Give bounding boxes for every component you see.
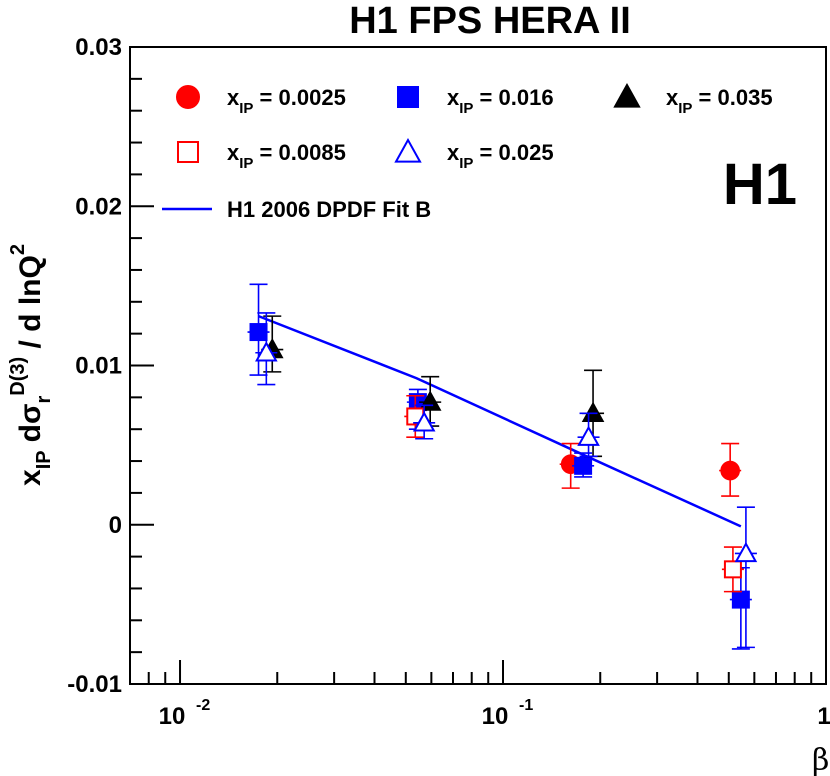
legend-entry: xIP = 0.0085 <box>177 140 346 172</box>
data-point <box>723 560 742 579</box>
legend-entry: xIP = 0.025 <box>394 137 554 172</box>
y-tick-label: 0.02 <box>75 193 122 220</box>
legend-label: xIP = 0.035 <box>666 85 773 117</box>
data-point <box>720 460 740 481</box>
legend-marker <box>397 86 419 108</box>
legend-marker <box>177 141 199 163</box>
legend-entry: xIP = 0.0025 <box>176 85 346 117</box>
svg-text:xIPdσrD(3) / d lnQ2: xIP dσr D(3) / d lnQ2 <box>7 244 55 486</box>
y-label-rest: / d lnQ <box>14 255 47 357</box>
y-label-q-sup: 2 <box>7 244 29 255</box>
y-label-prefix: x <box>14 469 47 486</box>
data-point <box>255 341 278 362</box>
y-label-sigma-sub: r <box>33 396 55 404</box>
data-point <box>412 411 436 432</box>
data-point <box>574 456 593 475</box>
legend-entry: xIP = 0.035 <box>613 82 773 117</box>
y-label-dsigma: dσ <box>14 404 47 443</box>
y-tick-label: -0.01 <box>67 671 122 698</box>
y-tick-label: 0.01 <box>75 353 122 380</box>
legend: xIP = 0.0025 xIP = 0.016 xIP = 0.035 xIP = … <box>162 82 773 222</box>
legend-entry: xIP = 0.016 <box>397 85 554 117</box>
legend-label: xIP = 0.0085 <box>227 140 346 172</box>
legend-marker <box>176 85 200 109</box>
data-point <box>581 401 605 422</box>
y-label-sigma-sup: D(3) <box>7 357 29 396</box>
y-label-prefix-sub: IP <box>33 450 55 469</box>
chart-title: H1 FPS HERA II <box>349 0 631 42</box>
legend-marker <box>613 82 641 108</box>
x-tick-exponent: -2 <box>196 697 210 714</box>
x-axis-label: β <box>812 743 829 776</box>
x-tick-exponent: -1 <box>519 697 533 714</box>
legend-marker <box>394 137 422 163</box>
x-tick-label: 10 <box>482 703 509 730</box>
legend-label: xIP = 0.025 <box>447 140 554 172</box>
x-tick-label: 1 <box>817 703 830 730</box>
y-tick-label: 0.03 <box>75 34 122 61</box>
legend-fit-label: H1 2006 DPDF Fit B <box>227 197 431 222</box>
fit-line <box>258 314 742 528</box>
x-tick-label: 10 <box>159 703 186 730</box>
legend-label: xIP = 0.0025 <box>227 85 346 117</box>
legend-entry-fit: H1 2006 DPDF Fit B <box>162 197 431 222</box>
h1-logo: H1 <box>723 152 797 217</box>
data-point <box>577 425 600 446</box>
y-tick-label: 0 <box>109 512 122 539</box>
legend-label: xIP = 0.016 <box>447 85 554 117</box>
y-axis-label: xIP dσr D(3) / d lnQ2 <box>7 244 55 486</box>
plot-area: -0.01 0 0.01 0.02 0.03 10 -2 10 -1 1 <box>67 34 830 730</box>
data-point <box>249 323 268 342</box>
data-point <box>734 541 758 563</box>
